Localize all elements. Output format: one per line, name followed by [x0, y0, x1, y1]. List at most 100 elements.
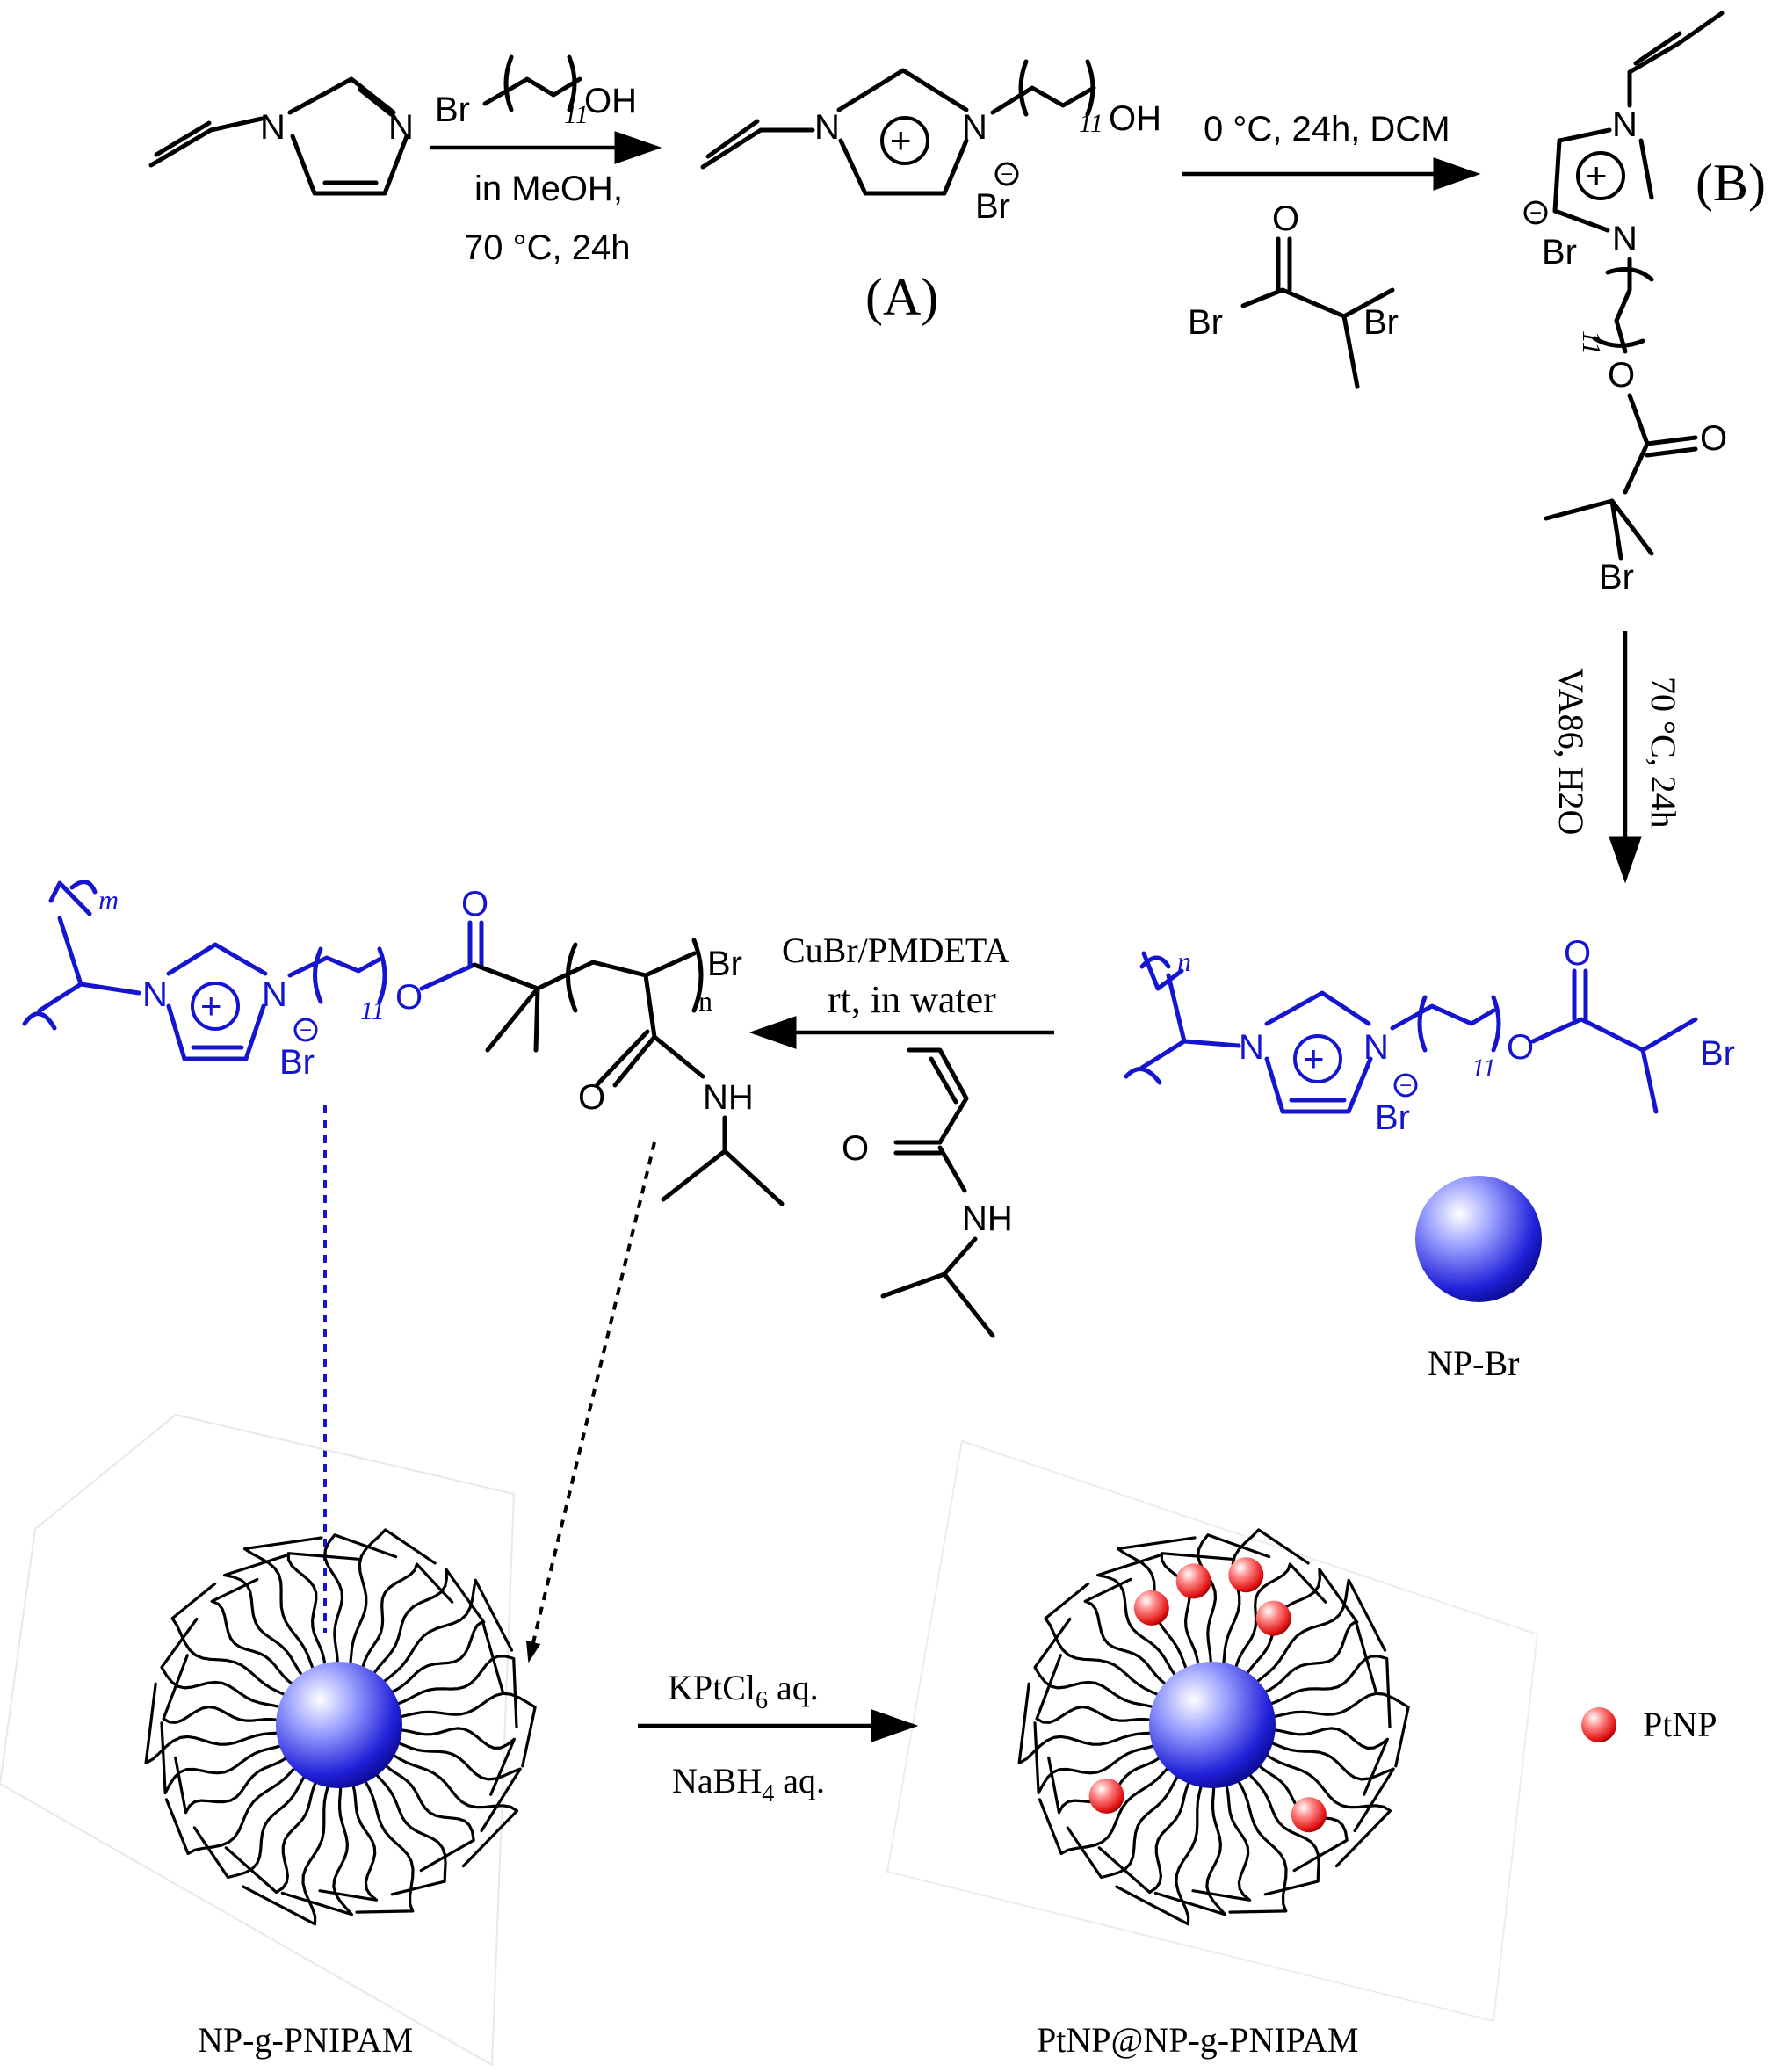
- polymer-chain: [1228, 1779, 1288, 1914]
- nanoparticle: [276, 1662, 402, 1788]
- reagent-oh: OH: [584, 82, 637, 120]
- polymer-chain: [398, 1692, 537, 1768]
- atom-o: O: [1564, 934, 1591, 973]
- subscript-11: 11: [360, 996, 385, 1025]
- polymer-chain: [1044, 1582, 1161, 1697]
- atom-n: N: [1239, 1028, 1264, 1067]
- polymer-chain: [144, 1682, 280, 1765]
- pt-nanoparticle: [1291, 1797, 1327, 1833]
- step5-reagent-2: NaBH4 aq.: [672, 1761, 825, 1808]
- polymer-chain: [1153, 1786, 1226, 1916]
- legend: PtNP: [1581, 1705, 1717, 1744]
- atom-oh: OH: [1109, 99, 1161, 138]
- atom-br: Br: [279, 1043, 315, 1082]
- atom-o: O: [1700, 419, 1727, 458]
- polymer-chain: [1160, 1552, 1233, 1666]
- polymer-chain: [192, 1775, 306, 1880]
- plus-sign: +: [890, 120, 912, 161]
- atom-n: N: [260, 108, 286, 147]
- step4-conditions: rt, in water: [828, 978, 996, 1021]
- polymer-chain: [396, 1741, 522, 1833]
- polymer-chain: [1033, 1721, 1156, 1795]
- polymer-chain: [374, 1773, 447, 1896]
- monomer-nh: NH: [962, 1199, 1013, 1238]
- polymer-chain: [355, 1779, 415, 1914]
- polymer-chain: [1269, 1741, 1395, 1833]
- polymer-chain: [1222, 1528, 1310, 1665]
- atom-br: Br: [975, 187, 1010, 226]
- vinylimidazole-structure: N N: [148, 76, 414, 196]
- pt-nanoparticle: [1228, 1557, 1264, 1593]
- polymer-chain: [160, 1721, 283, 1795]
- polymer-chain: [1271, 1692, 1410, 1768]
- step5: KPtCl6 aq. NaBH4 aq.: [638, 1668, 919, 1808]
- atom-n: N: [962, 108, 987, 147]
- polymer-chain: [318, 1784, 379, 1902]
- pt-nanoparticle: [1133, 1590, 1169, 1626]
- polymer-chain: [160, 1617, 282, 1709]
- atom-br: Br: [1700, 1034, 1735, 1073]
- compound-b-structure: N + N − Br (B) 11 O O Br: [1523, 11, 1766, 597]
- atom-n: N: [142, 975, 168, 1014]
- polymer-chain: [222, 1554, 304, 1677]
- atom-o: O: [395, 978, 423, 1017]
- polymer-chain: [1097, 1781, 1190, 1895]
- atom-br: Br: [1599, 558, 1634, 597]
- plus-sign: +: [200, 985, 222, 1026]
- subscript-m: m: [98, 884, 119, 916]
- atom-br: Br: [1375, 1098, 1410, 1137]
- polymer-chain: [242, 1536, 323, 1670]
- subscript-11: 11: [1577, 330, 1606, 355]
- atom-n: N: [388, 108, 414, 147]
- step2-conditions: 0 °C, 24h, DCM: [1204, 110, 1450, 149]
- polymer-chain: [170, 1582, 287, 1697]
- subscript-n: n: [1177, 945, 1191, 977]
- polymer-chain: [1255, 1578, 1387, 1684]
- nanoparticle: [1149, 1662, 1276, 1788]
- subscript-11: 11: [1079, 109, 1103, 138]
- polymer-chain: [361, 1562, 454, 1669]
- polymer-chain: [384, 1764, 475, 1873]
- graft-polymer-structure: m N + N − Br 11 O O Br n O NH: [22, 880, 785, 1206]
- label-np-br: NP-Br: [1428, 1344, 1519, 1383]
- pt-nanoparticle: [1175, 1563, 1211, 1599]
- label-compound-b: (B): [1696, 154, 1766, 212]
- subscript-11: 11: [1471, 1054, 1496, 1083]
- polymer-chain: [1272, 1727, 1389, 1796]
- plus-sign: +: [1303, 1038, 1325, 1079]
- polymer-chain: [1017, 1682, 1153, 1765]
- polymer-chain: [1269, 1655, 1392, 1728]
- step1-solvent: in MeOH,: [474, 170, 623, 208]
- polymer-chain: [391, 1753, 519, 1868]
- polymer-chain: [210, 1577, 294, 1686]
- polymer-chain: [1035, 1654, 1153, 1724]
- atom-o: O: [461, 885, 488, 924]
- atom-n: N: [1363, 1028, 1389, 1067]
- atom-o: O: [1507, 1028, 1534, 1067]
- plus-sign: +: [1586, 155, 1608, 196]
- atom-nh: NH: [703, 1078, 754, 1117]
- pt-nanoparticles: [1088, 1557, 1327, 1833]
- reagent-o: O: [1272, 199, 1299, 238]
- step4: CuBr/PMDETA rt, in water O NH: [748, 931, 1054, 1338]
- polymer-chain: [1263, 1619, 1377, 1694]
- atom-n: N: [1612, 220, 1638, 258]
- polymer-chain: [224, 1781, 317, 1895]
- reagent-br: Br: [435, 91, 470, 129]
- polymer-chain: [174, 1756, 288, 1815]
- polymer-chain: [399, 1727, 516, 1796]
- polymer-chain: [1083, 1577, 1168, 1686]
- atom-o: O: [578, 1078, 605, 1117]
- reagent-br: Br: [1363, 303, 1399, 342]
- black-dotted-pointer: [525, 1141, 656, 1663]
- polymer-chain: [280, 1786, 353, 1916]
- polymer-chain: [382, 1578, 514, 1684]
- polymer-chain: [323, 1533, 398, 1664]
- polymer-chain: [1234, 1562, 1327, 1669]
- polymer-chain: [1115, 1785, 1203, 1926]
- reagent-br: Br: [1188, 303, 1223, 342]
- minus-sign: −: [1529, 201, 1542, 225]
- step4-catalyst: CuBr/PMDETA: [782, 931, 1009, 970]
- step3-conditions: 70 °C, 24h: [1644, 677, 1683, 829]
- minus-sign: −: [1001, 163, 1013, 186]
